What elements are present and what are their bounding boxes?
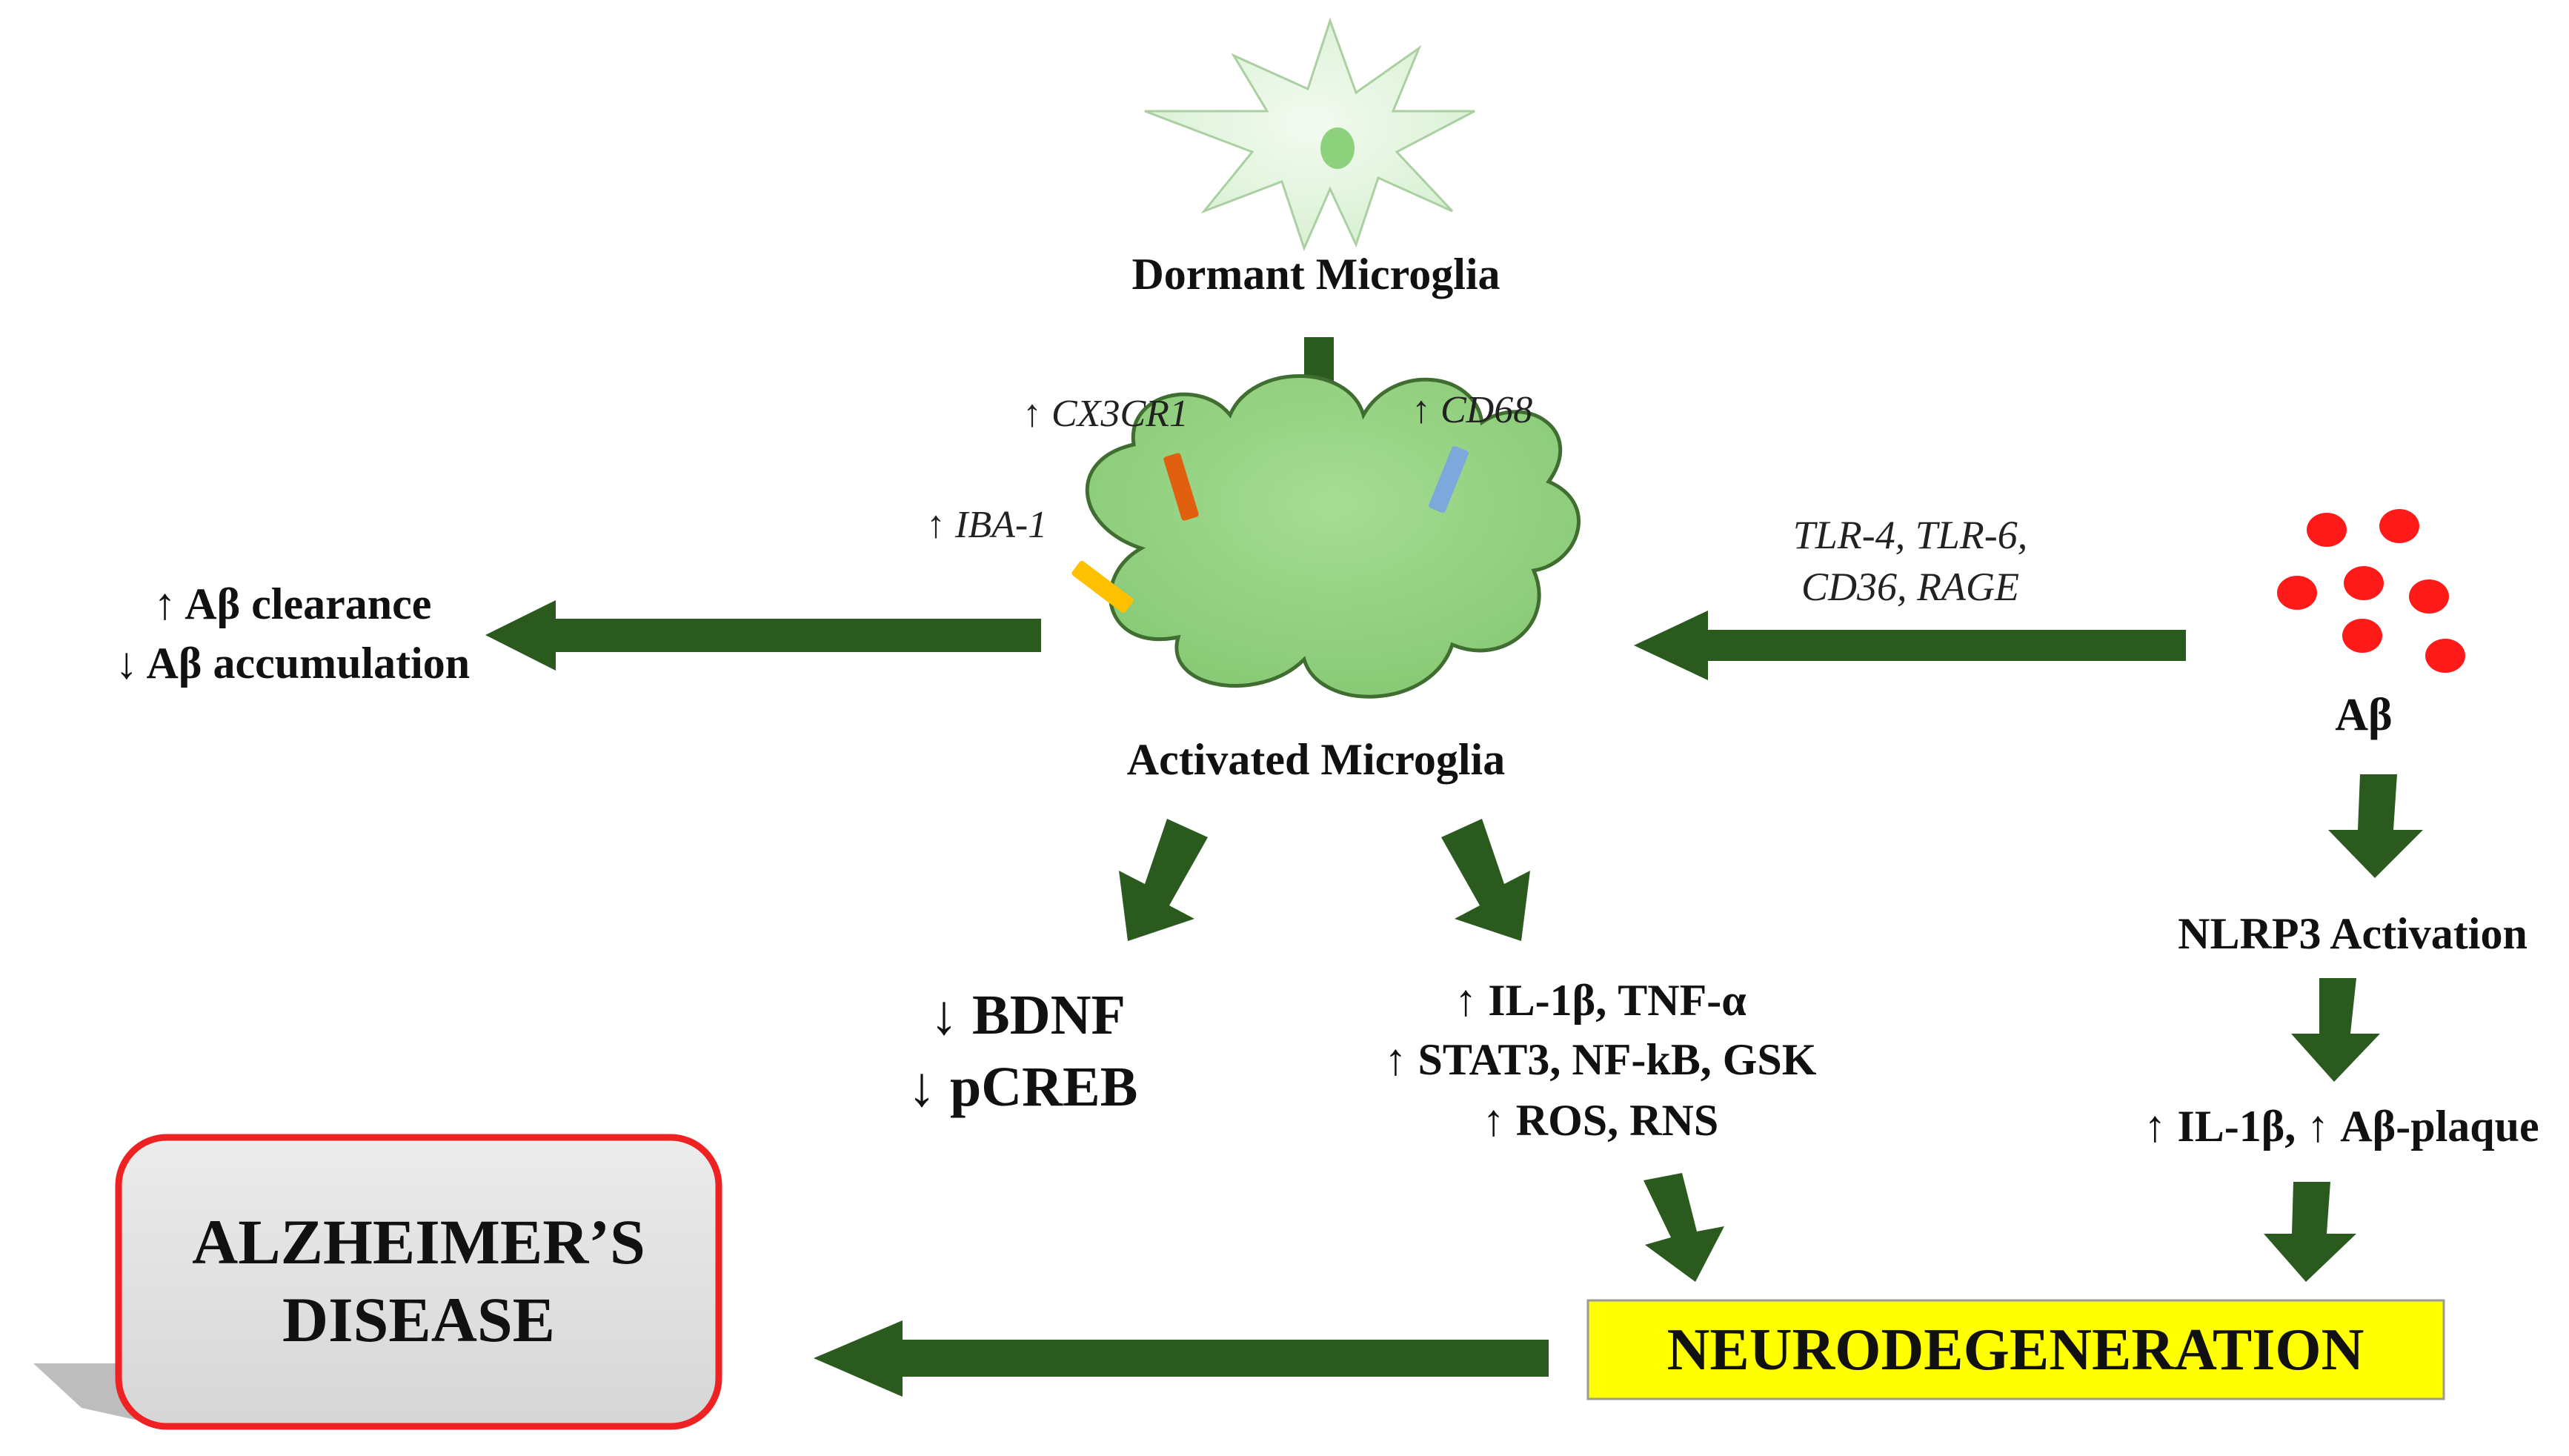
arrow-neurodegeneration-to-ad <box>814 1320 1549 1397</box>
neurodegeneration-label: NEURODEGENERATION <box>1667 1317 2364 1383</box>
arrow-nlrp3-to-effect <box>2291 978 2380 1082</box>
abeta-dot <box>2307 513 2347 547</box>
neurodegeneration-box <box>1586 1299 2445 1400</box>
abeta-clearance-text: ↑ Aβ clearance <box>154 579 432 628</box>
pcreb-text: ↓ pCREB <box>908 1056 1137 1118</box>
receptors-line2: CD36, RAGE <box>1801 565 2019 609</box>
cd68-label: ↑ CD68 <box>1412 389 1532 431</box>
arrow-abeta-to-nlrp3 <box>2328 774 2423 878</box>
cx3cr1-label: ↑ CX3CR1 <box>1023 393 1189 435</box>
arrow-activated-to-inflammation <box>1441 819 1530 941</box>
arrow-abeta-to-activated <box>1634 611 2186 680</box>
abeta-dot <box>2379 509 2419 543</box>
activated-microglia-label: Activated Microglia <box>1127 735 1505 784</box>
inflammation-line2: ↑ STAT3, NF-kB, GSK <box>1385 1035 1817 1084</box>
abeta-dot <box>2342 619 2382 653</box>
receptors-line1: TLR-4, TLR-6, <box>1793 513 2028 557</box>
arrow-inflammation-to-neurodegeneration <box>1644 1173 1724 1282</box>
cx3cr1-receptor <box>1163 453 1199 521</box>
nlrp3-effect-text: ↑ IL-1β, ↑ Aβ-plaque <box>2144 1102 2539 1151</box>
arrow-effect-to-neurodegeneration <box>2264 1182 2356 1282</box>
ad-label-line2: DISEASE <box>282 1284 555 1355</box>
abeta-accumulation-text: ↓ Aβ accumulation <box>116 639 470 688</box>
abeta-dot <box>2344 566 2384 600</box>
iba1-label: ↑ IBA-1 <box>926 504 1047 546</box>
abeta-particles <box>2277 509 2465 673</box>
dormant-microglia-label: Dormant Microglia <box>1131 250 1500 299</box>
abeta-dot <box>2425 639 2465 673</box>
abeta-dot <box>2277 576 2317 610</box>
inflammation-line1: ↑ IL-1β, TNF-α <box>1455 976 1746 1025</box>
ad-label-line1: ALZHEIMER’S <box>192 1206 645 1277</box>
arrow-activated-to-trophic <box>1119 819 1208 941</box>
iba1-receptor <box>1071 560 1134 614</box>
abeta-dot <box>2409 579 2449 614</box>
nlrp3-activation-label: NLRP3 Activation <box>2178 909 2528 958</box>
dormant-microglia-nucleus <box>1320 127 1355 169</box>
dormant-microglia-cell <box>1144 17 1475 252</box>
bdnf-text: ↓ BDNF <box>930 984 1126 1046</box>
alzheimers-disease-box <box>33 1134 722 1430</box>
inflammation-line3: ↑ ROS, RNS <box>1483 1096 1718 1145</box>
arrow-activated-to-clearance <box>485 600 1041 671</box>
abeta-label: Aβ <box>2335 690 2392 740</box>
cd68-receptor <box>1429 445 1469 513</box>
